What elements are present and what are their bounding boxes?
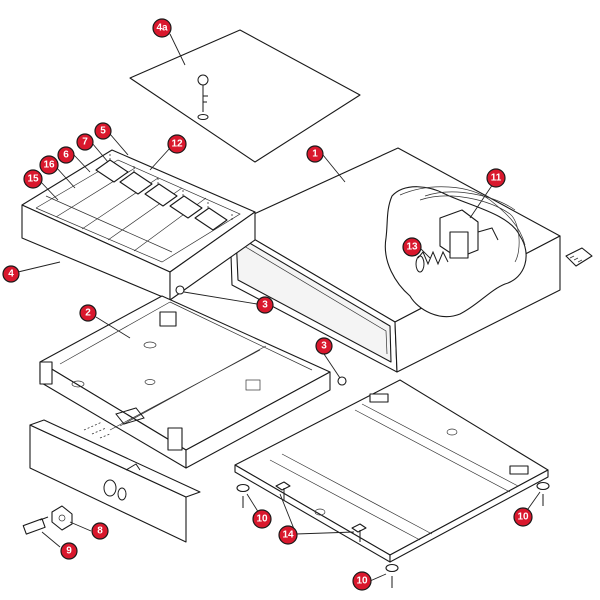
callout-15-label: 15 xyxy=(27,174,39,185)
callout-3-upper-label: 3 xyxy=(262,300,268,311)
part-3-screws xyxy=(175,285,347,386)
callout-1: 1 xyxy=(306,145,324,163)
callout-4: 4 xyxy=(2,265,20,283)
callout-5-label: 5 xyxy=(100,126,106,137)
part-4-drawer xyxy=(21,149,256,301)
callout-14-label: 14 xyxy=(282,530,294,541)
callout-8-label: 8 xyxy=(97,526,103,537)
callout-8: 8 xyxy=(91,522,109,540)
callout-4a: 4a xyxy=(152,18,172,38)
part-8-lock-nut xyxy=(51,505,73,531)
callout-11: 11 xyxy=(486,168,506,188)
callout-16-label: 16 xyxy=(43,160,55,171)
part-14-brackets xyxy=(275,481,367,542)
callout-6: 6 xyxy=(57,146,75,164)
callout-4a-label: 4a xyxy=(156,23,168,34)
part-2-drawer-frame xyxy=(39,295,331,469)
base-plate xyxy=(234,379,549,563)
callout-10-left-label: 10 xyxy=(256,514,268,525)
callout-16: 16 xyxy=(39,155,59,175)
callout-3-lower-label: 3 xyxy=(321,341,327,352)
callout-7: 7 xyxy=(76,133,94,151)
callout-3-upper: 3 xyxy=(256,296,274,314)
callout-10-bottom: 10 xyxy=(352,571,372,591)
callout-2-label: 2 xyxy=(85,308,91,319)
callout-9-label: 9 xyxy=(66,546,72,557)
callout-10-bottom-label: 10 xyxy=(356,576,368,587)
part-1-cabinet-housing xyxy=(229,147,593,373)
part-10-feet xyxy=(236,481,550,588)
callout-9: 9 xyxy=(60,542,78,560)
part-13-spring xyxy=(415,250,449,273)
callout-2: 2 xyxy=(79,304,97,322)
part-4a-key-sheet xyxy=(129,29,361,163)
leader-lines xyxy=(17,33,541,582)
bill-clip-weights xyxy=(95,154,233,231)
connector-plug-icon xyxy=(565,247,593,267)
drawer-front-panel xyxy=(29,419,201,543)
part-9-lock-key-tube xyxy=(22,516,49,535)
callout-10-left: 10 xyxy=(252,509,272,529)
callout-10-right-label: 10 xyxy=(517,512,529,523)
part-11-solenoid xyxy=(419,191,520,263)
callout-1-label: 1 xyxy=(312,149,318,160)
callout-12-label: 12 xyxy=(171,139,183,150)
callout-7-label: 7 xyxy=(82,137,88,148)
lock-cylinder-icon xyxy=(103,463,141,501)
callout-12: 12 xyxy=(167,134,187,154)
callout-3-lower: 3 xyxy=(315,337,333,355)
callout-6-label: 6 xyxy=(63,150,69,161)
callout-13-label: 13 xyxy=(406,242,418,253)
callout-11-label: 11 xyxy=(491,173,502,184)
callout-13: 13 xyxy=(402,237,422,257)
callout-4-label: 4 xyxy=(8,269,14,280)
callout-10-right: 10 xyxy=(513,507,533,527)
key-icon xyxy=(197,74,209,120)
callout-5: 5 xyxy=(94,122,112,140)
callout-15: 15 xyxy=(23,169,43,189)
callout-14: 14 xyxy=(278,525,298,545)
